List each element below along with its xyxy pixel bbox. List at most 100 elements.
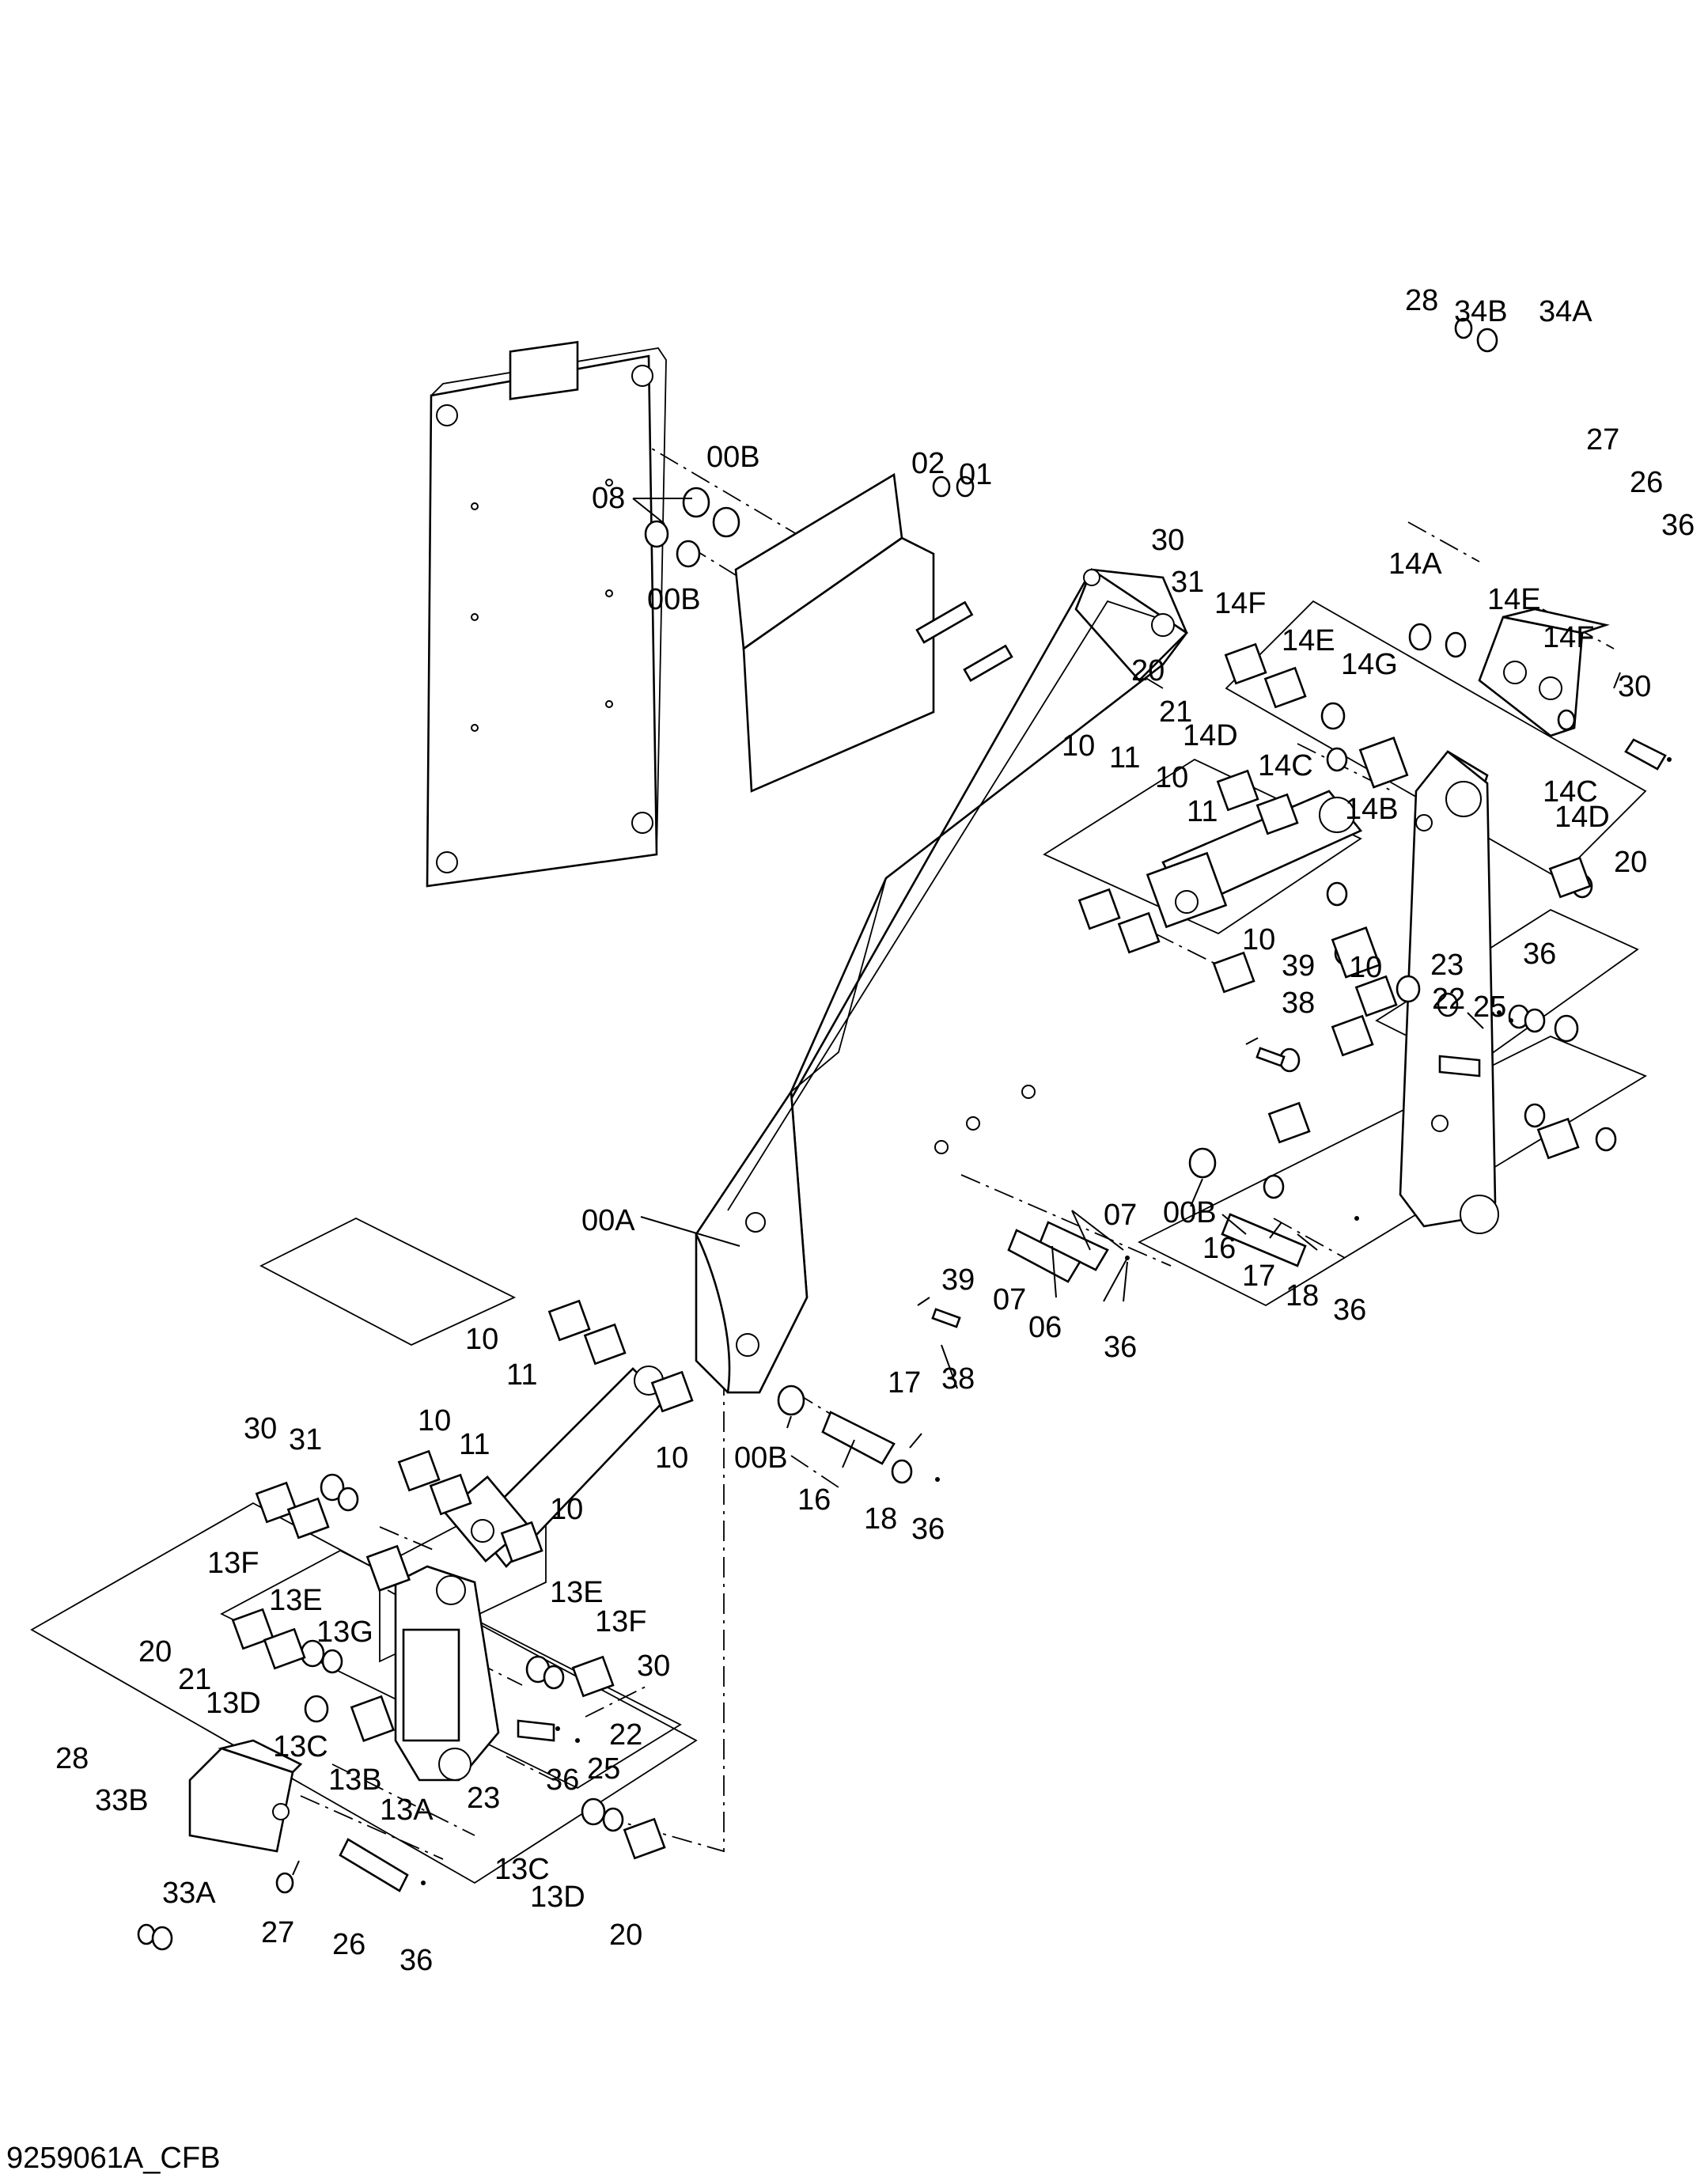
assembly-planes: [30, 600, 1647, 1884]
label-13E: 13E: [269, 1584, 323, 1617]
label-30: 30: [1151, 524, 1184, 557]
label-18: 18: [1286, 1279, 1319, 1312]
label-06: 06: [1028, 1311, 1062, 1344]
label-02: 02: [911, 447, 945, 480]
label-16: 16: [797, 1483, 831, 1517]
label-22: 22: [1432, 983, 1465, 1016]
label-36: 36: [1333, 1294, 1366, 1327]
label-27: 27: [261, 1916, 294, 1949]
upper-link-14A: [1399, 750, 1499, 1234]
label-14C: 14C: [1543, 775, 1598, 809]
label-14D: 14D: [1183, 719, 1238, 752]
label-20: 20: [138, 1635, 172, 1669]
label-13C: 13C: [494, 1853, 550, 1886]
label-25: 25: [1473, 991, 1506, 1024]
label-13E: 13E: [550, 1576, 604, 1609]
label-14E: 14E: [1487, 583, 1541, 616]
label-13F: 13F: [595, 1605, 646, 1638]
label-21: 21: [1159, 695, 1192, 729]
label-13A: 13A: [380, 1794, 434, 1827]
label-01: 01: [959, 458, 992, 491]
label-36: 36: [400, 1944, 433, 1977]
label-33A: 33A: [162, 1877, 216, 1910]
mounting-plate: [426, 340, 667, 888]
label-31: 31: [289, 1423, 322, 1456]
label-17: 17: [1242, 1259, 1275, 1293]
label-10: 10: [550, 1493, 583, 1526]
label-34A: 34A: [1539, 295, 1592, 328]
label-20: 20: [1131, 654, 1165, 687]
label-27: 27: [1586, 423, 1619, 456]
lower-cylinder: [443, 1366, 666, 1568]
label-25: 25: [587, 1752, 620, 1786]
label-13D: 13D: [530, 1881, 585, 1914]
label-17: 17: [888, 1366, 921, 1400]
label-33B: 33B: [95, 1784, 149, 1817]
label-08: 08: [592, 482, 625, 515]
label-10: 10: [655, 1441, 688, 1475]
label-14F: 14F: [1543, 621, 1594, 654]
label-39: 39: [1282, 949, 1315, 983]
label-23: 23: [1430, 949, 1464, 982]
label-30: 30: [637, 1650, 670, 1683]
label-10: 10: [465, 1323, 498, 1356]
label-00B: 00B: [706, 441, 760, 474]
label-13C: 13C: [273, 1730, 328, 1763]
label-26: 26: [332, 1928, 365, 1961]
label-16: 16: [1202, 1232, 1236, 1265]
label-13B: 13B: [328, 1763, 382, 1797]
leader-lines: [632, 498, 1484, 1468]
label-36: 36: [1523, 937, 1556, 971]
label-10: 10: [1062, 729, 1095, 763]
label-07: 07: [993, 1283, 1026, 1316]
label-14A: 14A: [1388, 547, 1442, 581]
label-10: 10: [1155, 761, 1188, 794]
label-13D: 13D: [206, 1687, 261, 1720]
label-14C: 14C: [1258, 749, 1313, 782]
label-11: 11: [459, 1428, 490, 1461]
label-28: 28: [55, 1742, 89, 1775]
label-11: 11: [1109, 741, 1140, 775]
label-00A: 00A: [581, 1204, 635, 1237]
label-36: 36: [1104, 1331, 1137, 1364]
label-11: 11: [506, 1358, 537, 1392]
label-00B: 00B: [647, 583, 701, 616]
callout-labels: 28 34B 34A 27 26 36 30 31 14F 14A 14E 14…: [55, 284, 1695, 1977]
label-14B: 14B: [1345, 793, 1399, 826]
label-30: 30: [244, 1412, 277, 1445]
label-36: 36: [546, 1763, 579, 1797]
shims: [231, 642, 1592, 1860]
boom-arm-00A: [695, 472, 1189, 1394]
bracket-33A: [188, 1739, 303, 1853]
drawing-id: 9259061A_CFB: [6, 2142, 220, 2175]
rings-and-bushings: [137, 317, 1617, 1951]
label-23: 23: [467, 1782, 500, 1815]
label-21: 21: [178, 1663, 211, 1696]
label-22: 22: [609, 1718, 642, 1752]
label-13F: 13F: [207, 1547, 259, 1580]
bracket-34A: [1478, 608, 1610, 737]
label-10: 10: [418, 1404, 451, 1437]
label-11: 11: [1187, 795, 1218, 828]
label-38: 38: [1282, 987, 1315, 1020]
label-30: 30: [1618, 670, 1651, 703]
label-00B: 00B: [734, 1441, 788, 1475]
label-36: 36: [911, 1513, 945, 1546]
label-10: 10: [1349, 951, 1382, 984]
label-28: 28: [1405, 284, 1438, 317]
lower-link-13A: [394, 1565, 500, 1782]
label-26: 26: [1630, 466, 1663, 499]
label-31: 31: [1171, 566, 1204, 599]
label-14F: 14F: [1214, 587, 1266, 620]
label-00B: 00B: [1163, 1196, 1217, 1229]
label-20: 20: [609, 1919, 642, 1952]
upper-cylinder: [1146, 790, 1363, 929]
label-14E: 14E: [1282, 624, 1335, 657]
label-07: 07: [1104, 1199, 1137, 1232]
pins: [339, 738, 1667, 1892]
label-14G: 14G: [1341, 648, 1398, 681]
label-38: 38: [941, 1362, 975, 1396]
label-14D: 14D: [1555, 801, 1610, 834]
label-18: 18: [864, 1502, 897, 1536]
